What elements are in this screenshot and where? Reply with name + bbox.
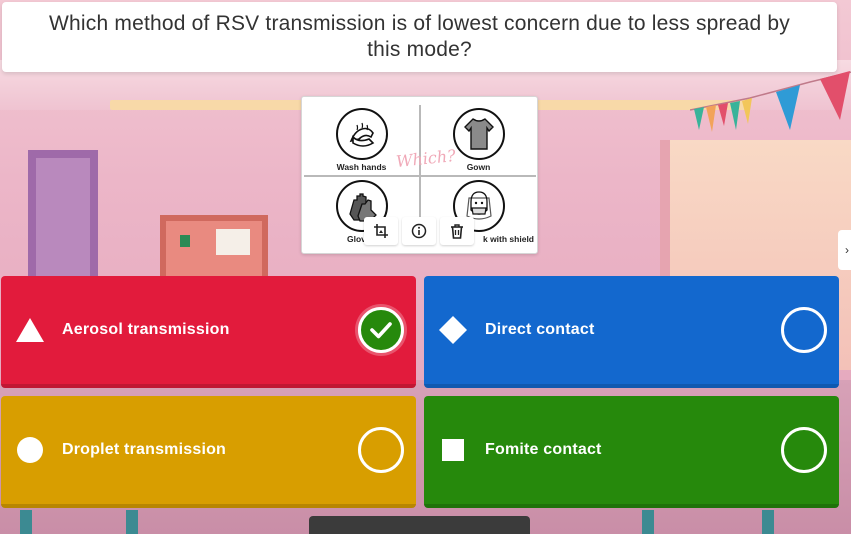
- answer-label: Fomite contact: [485, 441, 602, 458]
- diamond-icon: [438, 315, 468, 345]
- desk-leg: [126, 510, 138, 534]
- chevron-right-icon: ›: [845, 243, 849, 257]
- ppe-infographic: Wash hands Gown Glov: [304, 105, 536, 245]
- ppe-cell-gown: Gown: [421, 105, 536, 175]
- info-icon: [411, 223, 427, 239]
- question-image[interactable]: Wash hands Gown Glov: [301, 96, 538, 254]
- answer-label: Droplet transmission: [62, 441, 227, 458]
- caption-mask-with-shield: k with shield: [482, 234, 534, 244]
- answer-option-1[interactable]: Aerosol transmission: [1, 276, 416, 388]
- desk-leg: [20, 510, 32, 534]
- answer-label: Aerosol transmission: [62, 321, 230, 338]
- question-text: Which method of RSV transmission is of l…: [49, 12, 790, 61]
- square-icon: [438, 435, 468, 465]
- checkmark-icon: [370, 322, 392, 339]
- crop-icon: [374, 224, 388, 238]
- caption-wash-hands: Wash hands: [336, 162, 387, 172]
- circle-icon: [15, 435, 45, 465]
- image-toolbar: [364, 217, 474, 245]
- board-tag: [180, 235, 190, 247]
- answer-radio[interactable]: [781, 307, 827, 353]
- answer-label: Direct contact: [485, 321, 595, 338]
- answer-option-3[interactable]: Droplet transmission: [1, 396, 416, 508]
- answer-option-2[interactable]: Direct contact: [424, 276, 839, 388]
- trash-icon: [451, 224, 463, 239]
- question-bar: Which method of RSV transmission is of l…: [2, 2, 837, 72]
- ppe-cell-wash-hands: Wash hands: [304, 105, 419, 175]
- board-paper: [216, 229, 250, 255]
- answer-selected-check[interactable]: [358, 307, 404, 353]
- info-button[interactable]: [402, 217, 436, 245]
- answer-option-4[interactable]: Fomite contact: [424, 396, 839, 508]
- grid-divider: [304, 175, 536, 177]
- triangle-icon: [15, 315, 45, 345]
- desk-leg: [642, 510, 654, 534]
- answer-radio[interactable]: [781, 427, 827, 473]
- gown-icon: [452, 108, 505, 160]
- desk-leg: [762, 510, 774, 534]
- caption-gloves: Glov: [347, 234, 366, 244]
- bunting-decoration: [690, 71, 851, 132]
- caption-gown: Gown: [466, 162, 491, 172]
- bulletin-board: [160, 215, 268, 285]
- bottom-toolbar[interactable]: [309, 516, 530, 534]
- delete-image-button[interactable]: [440, 217, 474, 245]
- crop-button[interactable]: [364, 217, 398, 245]
- side-panel-toggle[interactable]: ›: [838, 230, 851, 270]
- wash-hands-icon: [335, 108, 388, 160]
- answer-radio[interactable]: [358, 427, 404, 473]
